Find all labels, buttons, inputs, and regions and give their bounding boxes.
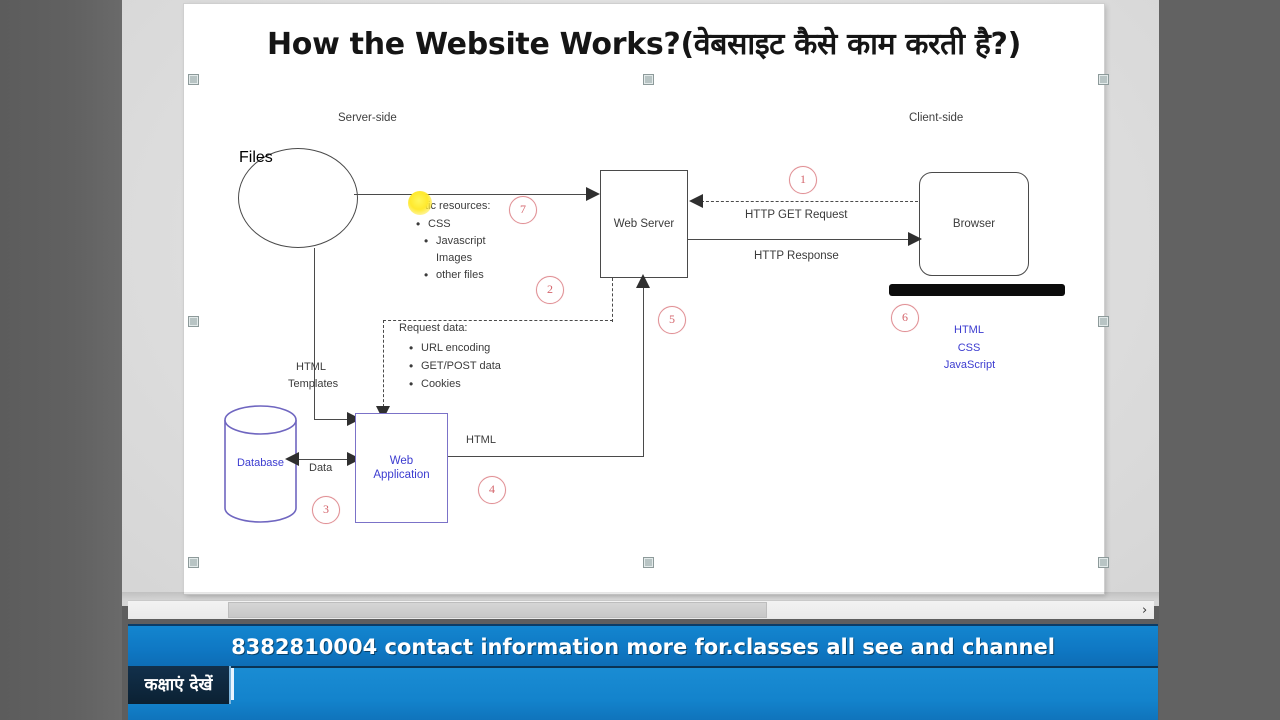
right-gutter (1159, 0, 1280, 720)
view-classes-button[interactable]: कक्षाएं देखें (128, 666, 231, 704)
request-data-heading: Request data: (399, 322, 468, 334)
selection-handle-bottom-left[interactable] (188, 557, 199, 568)
step-number-5: 5 (658, 306, 686, 334)
edge-files-to-webapp-horizontal (314, 419, 354, 420)
client-stack-css: CSS (957, 342, 981, 354)
edge-http-get-request (696, 201, 918, 202)
horizontal-scrollbar-thumb[interactable] (228, 602, 767, 618)
laptop-base-shape (889, 284, 1065, 296)
client-stack-javascript: JavaScript (943, 359, 996, 371)
edge-webapp-to-webserver-horizontal (448, 456, 644, 457)
arrowhead-html-to-webserver (636, 274, 650, 288)
text-cursor-caret (231, 668, 234, 700)
left-gutter (0, 0, 122, 720)
ticker-banner-text: 8382810004 contact information more for.… (231, 635, 1055, 659)
request-data-item: Cookies (409, 377, 461, 391)
workspace-bottom-shadow (122, 592, 1159, 601)
selection-handle-top-right[interactable] (1098, 74, 1109, 85)
selection-handle-top-center[interactable] (643, 74, 654, 85)
slide-canvas[interactable]: How the Website Works?(वेबसाइट कैसे काम … (184, 4, 1104, 594)
label-data: Data (309, 462, 333, 474)
node-files[interactable]: Files (238, 148, 358, 248)
edge-request-data-stub (612, 278, 613, 322)
edge-request-data-vertical (383, 320, 384, 412)
edge-database-webapp (289, 459, 354, 460)
node-web-server[interactable]: Web Server (600, 170, 688, 278)
label-server-side: Server-side (338, 112, 397, 124)
arrowhead-http-get-request (689, 194, 703, 208)
client-stack-html: HTML (954, 324, 984, 336)
step-number-1: 1 (789, 166, 817, 194)
ticker-banner-secondary (128, 666, 1158, 720)
selection-handle-top-left[interactable] (188, 74, 199, 85)
selection-handle-bottom-center[interactable] (643, 557, 654, 568)
node-files-label: Files (239, 149, 273, 166)
edge-http-response (688, 239, 912, 240)
label-html-templates-2: Templates (288, 378, 339, 390)
diagram: Server-side Client-side Files tic resour… (184, 4, 1104, 594)
step-number-3: 3 (312, 496, 340, 524)
step-number-2: 2 (536, 276, 564, 304)
label-html-output: HTML (466, 434, 496, 446)
selection-handle-middle-right[interactable] (1098, 316, 1109, 327)
arrowhead-http-response (908, 232, 922, 246)
label-http-response: HTTP Response (754, 250, 839, 262)
arrowhead-to-webapp (347, 452, 361, 466)
ticker-banner: 8382810004 contact information more for.… (128, 624, 1158, 668)
node-web-application-label-1: Web (389, 455, 414, 467)
arrowhead-files-to-webapp (347, 412, 361, 426)
edge-request-data-horizontal (383, 320, 613, 321)
selection-handle-middle-left[interactable] (188, 316, 199, 327)
node-browser[interactable]: Browser (919, 172, 1029, 276)
request-data-item: GET/POST data (409, 359, 501, 373)
node-browser-label: Browser (952, 218, 996, 230)
label-http-get-request: HTTP GET Request (745, 209, 848, 221)
node-web-application-label-2: Application (373, 469, 430, 481)
static-resources-heading: tic resources: (425, 200, 491, 212)
page-title: How the Website Works?(वेबसाइट कैसे काम … (266, 27, 1021, 62)
static-resources-item: other files (424, 268, 484, 282)
database-cylinder-shape (224, 405, 297, 523)
chevron-right-icon[interactable]: › (1142, 603, 1148, 618)
step-number-6: 6 (891, 304, 919, 332)
node-web-application[interactable]: Web Application (355, 413, 448, 523)
edge-webapp-to-webserver-vertical (643, 284, 644, 457)
label-html-templates-1: HTML (296, 361, 326, 373)
label-client-side: Client-side (909, 112, 964, 124)
static-resources-item: Javascript (424, 234, 485, 248)
step-number-4: 4 (478, 476, 506, 504)
arrowhead-files-to-webserver (586, 187, 600, 201)
step-number-7: 7 (509, 196, 537, 224)
static-resources-item: Images (436, 252, 473, 264)
selection-handle-bottom-right[interactable] (1098, 557, 1109, 568)
static-resources-item: CSS (416, 217, 450, 231)
arrowhead-to-database (285, 452, 299, 466)
laser-pointer-cursor (408, 191, 432, 215)
node-database-label: Database (236, 457, 285, 469)
edge-files-to-webapp-vertical (314, 248, 315, 420)
node-database[interactable]: Database (223, 404, 298, 524)
edge-files-to-webserver (354, 194, 594, 195)
request-data-item: URL encoding (409, 341, 490, 355)
node-web-server-label: Web Server (613, 218, 675, 230)
